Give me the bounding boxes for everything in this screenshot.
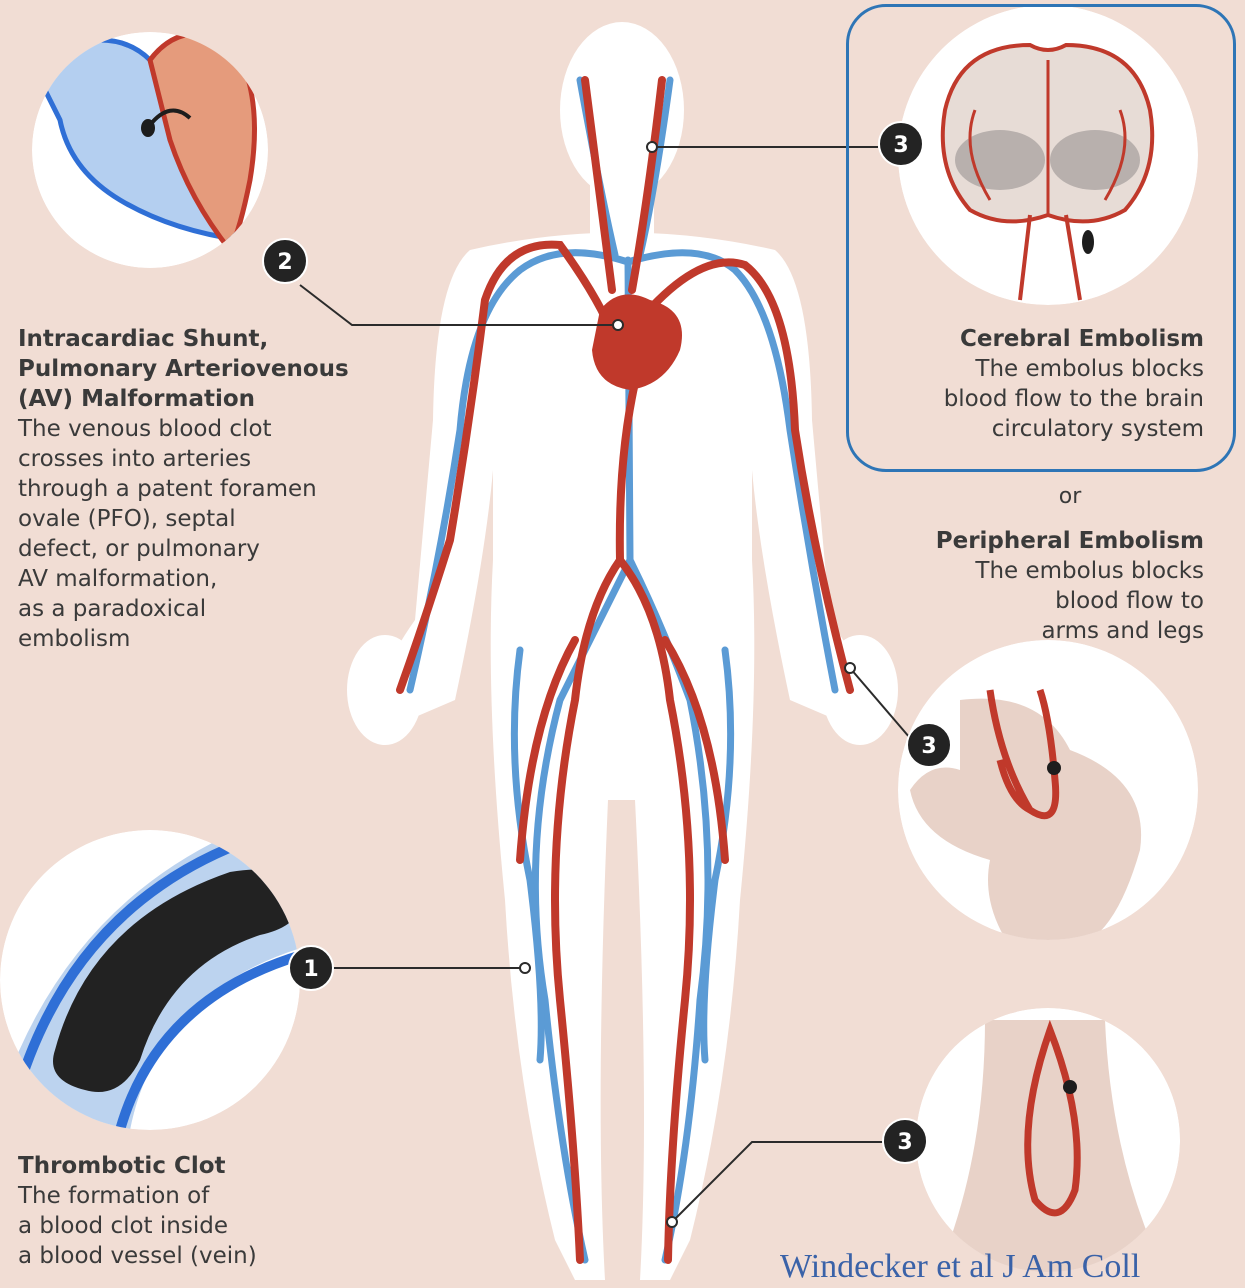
shunt-callout: Intracardiac Shunt, Pulmonary Arterioven… bbox=[18, 324, 398, 654]
shunt-body-line: ovale (PFO), septal bbox=[18, 504, 398, 534]
badge-2: 2 bbox=[262, 238, 308, 284]
badge-1: 1 bbox=[288, 945, 334, 991]
cerebral-body-line: blood flow to the brain bbox=[840, 384, 1204, 414]
cerebral-title: Cerebral Embolism bbox=[840, 324, 1204, 354]
thrombotic-body-line: a blood vessel (vein) bbox=[18, 1241, 378, 1271]
shunt-title-line: (AV) Malformation bbox=[18, 384, 398, 414]
peripheral-body-line: blood flow to bbox=[840, 586, 1204, 616]
peripheral-body-line: arms and legs bbox=[840, 616, 1204, 646]
shunt-title-line: Pulmonary Arteriovenous bbox=[18, 354, 398, 384]
thrombotic-callout: Thrombotic Clot The formation of a blood… bbox=[18, 1151, 378, 1271]
shunt-body-line: AV malformation, bbox=[18, 564, 398, 594]
shunt-body-line: The venous blood clot bbox=[18, 414, 398, 444]
peripheral-title: Peripheral Embolism bbox=[840, 526, 1204, 556]
shunt-body-line: through a patent foramen bbox=[18, 474, 398, 504]
shunt-body-line: crosses into arteries bbox=[18, 444, 398, 474]
heart-inset bbox=[30, 32, 268, 268]
body-silhouette bbox=[347, 22, 898, 1280]
or-separator: or bbox=[1030, 484, 1110, 509]
badge-3-foot: 3 bbox=[882, 1118, 928, 1164]
hand-inset bbox=[898, 640, 1198, 960]
shunt-title-line: Intracardiac Shunt, bbox=[18, 324, 398, 354]
thrombotic-body-line: a blood clot inside bbox=[18, 1211, 378, 1241]
shunt-body-line: embolism bbox=[18, 624, 398, 654]
clot-inset bbox=[0, 800, 330, 1130]
shunt-body-line: as a paradoxical bbox=[18, 594, 398, 624]
cerebral-body-line: The embolus blocks bbox=[840, 354, 1204, 384]
cerebral-body-line: circulatory system bbox=[840, 414, 1204, 444]
peripheral-body-line: The embolus blocks bbox=[840, 556, 1204, 586]
thrombotic-title: Thrombotic Clot bbox=[18, 1151, 378, 1181]
cerebral-callout: Cerebral Embolism The embolus blocks blo… bbox=[840, 324, 1204, 444]
badge-3-hand: 3 bbox=[906, 722, 952, 768]
shunt-body-line: defect, or pulmonary bbox=[18, 534, 398, 564]
citation-text: Windecker et al J Am Coll bbox=[780, 1248, 1140, 1286]
thrombotic-body-line: The formation of bbox=[18, 1181, 378, 1211]
peripheral-callout: Peripheral Embolism The embolus blocks b… bbox=[840, 526, 1204, 646]
foot-inset bbox=[916, 1008, 1180, 1275]
